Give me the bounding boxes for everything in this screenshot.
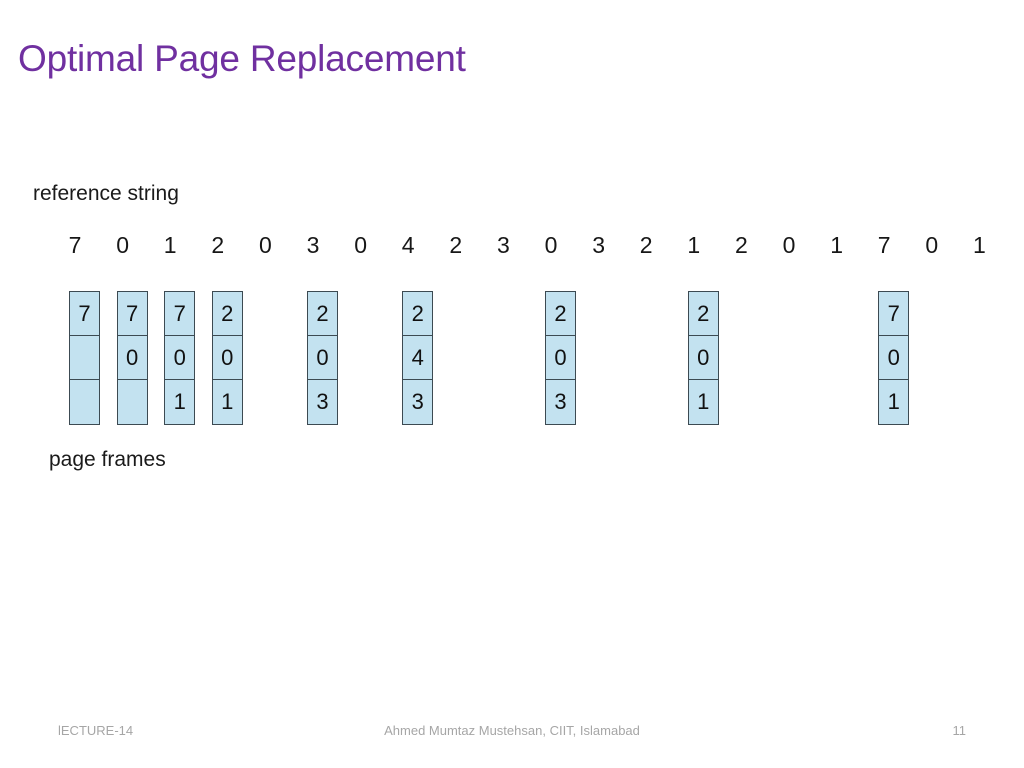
page-frame-cell: 1	[212, 380, 242, 424]
reference-string-digit: 1	[163, 232, 177, 258]
page-frame-cell: 3	[308, 380, 337, 424]
page-frame-cell: 1	[879, 380, 909, 424]
reference-string-digit: 7	[877, 232, 891, 258]
reference-string-digit: 1	[830, 232, 843, 258]
reference-string-digit: 0	[258, 232, 272, 258]
footer-author-label: Ahmed Mumtaz Mustehsan, CIIT, Islamabad	[384, 723, 640, 738]
reference-string-digit: 3	[306, 232, 320, 258]
page-frame-cell: 1	[688, 380, 718, 424]
page-frame-cell: 2	[546, 292, 575, 336]
page-frame-cell: 0	[165, 336, 195, 380]
reference-string-digit: 2	[449, 232, 463, 258]
page-frame-cell	[70, 336, 99, 380]
page-frame-cell: 7	[165, 292, 195, 336]
page-frame-column: 7	[69, 291, 100, 425]
reference-string-digit: 7	[68, 232, 82, 258]
reference-string-digit: 4	[401, 232, 415, 258]
reference-string-label: reference string	[33, 182, 179, 205]
page-frame-cell: 4	[403, 336, 433, 380]
slide-footer: lECTURE-14 Ahmed Mumtaz Mustehsan, CIIT,…	[0, 720, 1024, 746]
reference-string-digit: 3	[496, 232, 510, 258]
reference-string-digit: 0	[116, 232, 129, 258]
page-frame-cell: 2	[308, 292, 337, 336]
page-frame-cell	[117, 380, 147, 424]
reference-string-digit: 0	[782, 232, 796, 258]
page-title: Optimal Page Replacement	[18, 38, 466, 79]
page-frame-cell: 1	[165, 380, 195, 424]
page-frame-cell: 0	[688, 336, 718, 380]
reference-string-digit: 1	[687, 232, 701, 258]
page-frame-cell: 7	[879, 292, 909, 336]
footer-page-number: 11	[952, 723, 967, 738]
page-frame-cell: 0	[117, 336, 147, 380]
page-frame-cell: 0	[212, 336, 242, 380]
reference-string-digit: 0	[925, 232, 939, 258]
page-frame-cell: 2	[688, 292, 718, 336]
reference-string-digit: 2	[639, 232, 653, 258]
reference-string-digit: 0	[544, 232, 558, 258]
reference-string-digit: 2	[211, 232, 225, 258]
page-frame-cell: 2	[212, 292, 242, 336]
reference-string-digit: 3	[592, 232, 605, 258]
page-frame-cell: 3	[546, 380, 575, 424]
page-frame-cell: 2	[403, 292, 433, 336]
footer-lecture-label: lECTURE-14	[58, 723, 134, 738]
reference-string-digit: 0	[354, 232, 367, 258]
page-frame-cell: 7	[117, 292, 147, 336]
page-frame-cell	[70, 380, 99, 424]
page-frame-cell: 3	[403, 380, 433, 424]
page-frame-cell: 0	[879, 336, 909, 380]
reference-string-digit: 1	[972, 232, 986, 258]
reference-string-digit: 2	[734, 232, 748, 258]
page-frames-label: page frames	[49, 448, 166, 471]
page-frame-cell: 0	[308, 336, 337, 380]
page-frame-cell: 7	[70, 292, 99, 336]
page-frame-cell: 0	[546, 336, 575, 380]
